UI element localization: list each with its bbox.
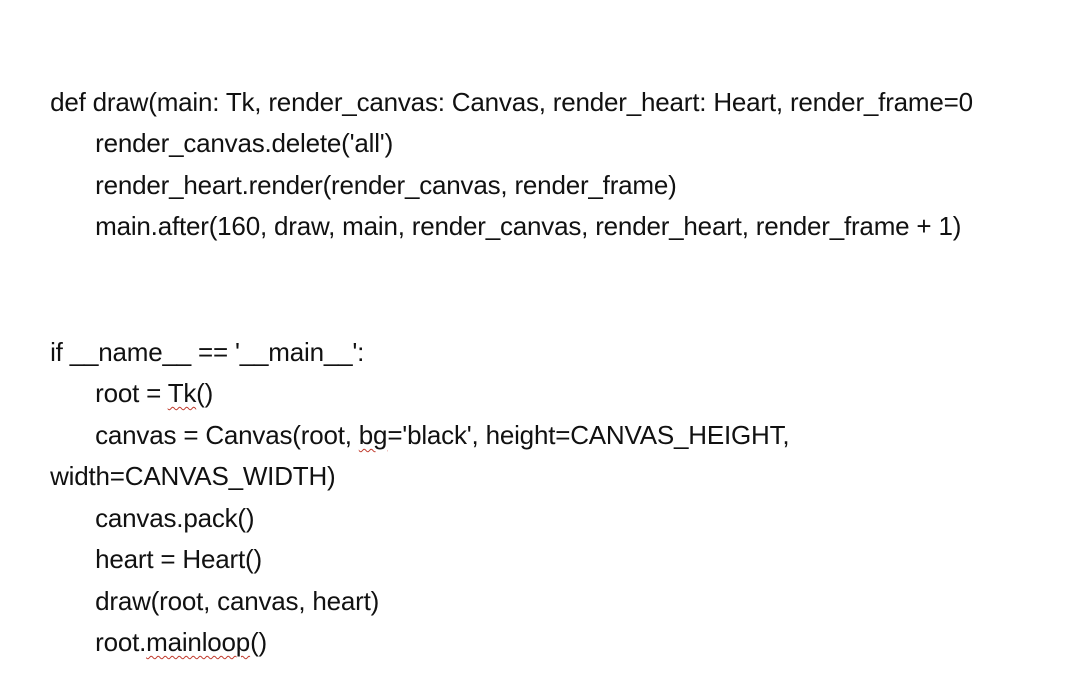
code-line: draw(root, canvas, heart) <box>67 553 379 616</box>
code-text-part: root. <box>95 627 147 657</box>
code-text-part: () <box>250 627 267 657</box>
code-line: render_canvas.delete('all') <box>67 95 393 158</box>
code-line: heart = Heart() <box>67 511 262 574</box>
code-text-part: ='black', height=CANVAS_HEIGHT, <box>387 420 790 450</box>
wrapped-code-line: width=CANVAS_WIDTH) <box>22 428 336 491</box>
code-line: main.after(160, draw, main, render_canva… <box>67 178 961 241</box>
code-line: canvas = Canvas(root, bg='black', height… <box>67 387 790 450</box>
code-text-part: () <box>196 378 214 408</box>
code-line: render_heart.render(render_canvas, rende… <box>67 137 677 200</box>
code-line: root = Tk() <box>67 345 213 408</box>
code-line-text: draw(root, canvas, heart) <box>95 586 380 616</box>
spellcheck-flagged-word: Tk <box>167 378 197 408</box>
code-line-text: width=CANVAS_WIDTH) <box>50 461 336 491</box>
code-document: def draw(main: Tk, render_canvas: Canvas… <box>22 54 973 657</box>
code-line: canvas.pack() <box>67 470 254 533</box>
def-line: def draw(main: Tk, render_canvas: Canvas… <box>22 54 973 117</box>
code-line-text: render_canvas.delete('all') <box>95 128 394 158</box>
code-line-text: heart = Heart() <box>95 544 262 574</box>
def-line-text: def draw(main: Tk, render_canvas: Canvas… <box>50 87 973 117</box>
code-text-part: root = <box>95 378 168 408</box>
code-line-text: canvas.pack() <box>95 503 255 533</box>
spellcheck-flagged-word: bg <box>358 420 388 450</box>
if-main-line: if __name__ == '__main__': <box>22 304 364 367</box>
code-line: root.mainloop() <box>67 594 267 657</box>
if-main-text: if __name__ == '__main__': <box>50 337 365 367</box>
spellcheck-flagged-word: mainloop <box>146 627 251 657</box>
code-text-part: canvas = Canvas(root, <box>95 420 359 450</box>
code-line-text: render_heart.render(render_canvas, rende… <box>95 170 677 200</box>
code-line-text: main.after(160, draw, main, render_canva… <box>95 211 962 241</box>
